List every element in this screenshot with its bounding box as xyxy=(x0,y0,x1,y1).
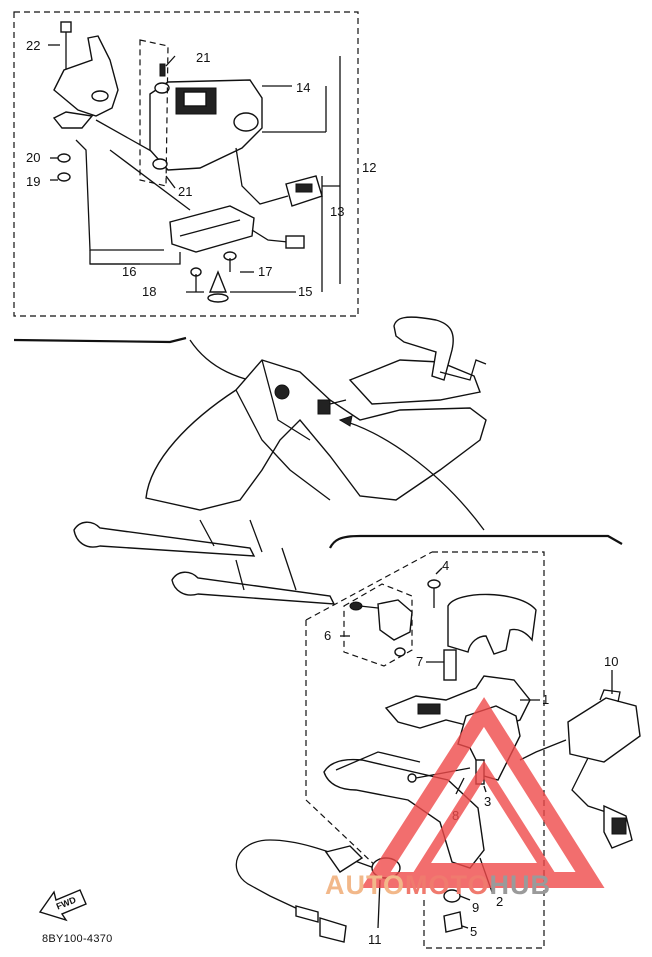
callout-6: 6 xyxy=(324,628,331,643)
callout-16: 16 xyxy=(122,264,136,279)
callout-11: 11 xyxy=(368,932,382,947)
watermark-logo xyxy=(361,697,605,888)
callout-5: 5 xyxy=(470,924,477,939)
bottom-inset-frame xyxy=(305,551,545,949)
callout-2: 2 xyxy=(496,894,503,909)
callout-14: 14 xyxy=(296,80,310,95)
cap-5 xyxy=(443,911,463,933)
part-6 xyxy=(349,599,413,657)
callout-22: 22 xyxy=(26,38,40,53)
callout-20: 20 xyxy=(26,150,40,165)
washer-20 xyxy=(57,153,71,163)
callout-21-top: 21 xyxy=(196,50,210,65)
part-6-outline xyxy=(343,583,413,667)
switch-box xyxy=(149,63,263,171)
callout-7: 7 xyxy=(416,654,423,669)
switch-10 xyxy=(519,689,641,849)
callout-17: 17 xyxy=(258,264,272,279)
callout-9: 9 xyxy=(472,900,479,915)
callout-10: 10 xyxy=(604,654,618,669)
callout-19: 19 xyxy=(26,174,40,189)
callout-13: 13 xyxy=(330,204,344,219)
top-inset-base-line xyxy=(13,336,187,344)
watermark-hub: HUB xyxy=(489,870,552,900)
watermark-auto: AUTO xyxy=(325,870,406,900)
bottom-inset: 4 6 7 10 1 3 8 2 9 5 11 xyxy=(235,534,641,949)
cover-outline xyxy=(139,39,169,187)
rivet-15 xyxy=(207,270,229,303)
top-inset-frame xyxy=(13,11,359,317)
wire-16 xyxy=(75,139,164,251)
washer-19 xyxy=(57,172,71,182)
lever-location-mark xyxy=(317,399,331,415)
switch-location-dot xyxy=(274,384,290,400)
sleeve-7 xyxy=(443,649,457,681)
watermark-moto: MOTO xyxy=(405,870,490,900)
callout-18: 18 xyxy=(142,284,156,299)
screw-18 xyxy=(190,267,202,292)
diagram-code: 8BY100-4370 xyxy=(42,933,113,945)
callout-15: 15 xyxy=(298,284,312,299)
lower-cover xyxy=(169,205,305,253)
callout-12: 12 xyxy=(362,160,376,175)
connector-13 xyxy=(285,175,323,207)
bottom-inset-top-line xyxy=(329,534,623,549)
callout-1: 1 xyxy=(542,692,549,707)
lever-cover xyxy=(447,593,537,655)
top-inset: 22 21 14 12 20 19 21 13 16 17 18 15 xyxy=(13,11,376,344)
bolt-4 xyxy=(427,579,441,608)
bracket xyxy=(52,35,119,129)
watermark-text: AUTOMOTOHUB xyxy=(325,870,551,901)
front-direction-arrow: FWD xyxy=(38,889,87,922)
pointer-arrow-bottom xyxy=(339,419,485,531)
callout-4: 4 xyxy=(442,558,449,573)
callout-3: 3 xyxy=(484,794,491,809)
snowmobile-outline xyxy=(73,316,487,605)
screw-17 xyxy=(223,251,237,272)
callout-21-bottom: 21 xyxy=(178,184,192,199)
